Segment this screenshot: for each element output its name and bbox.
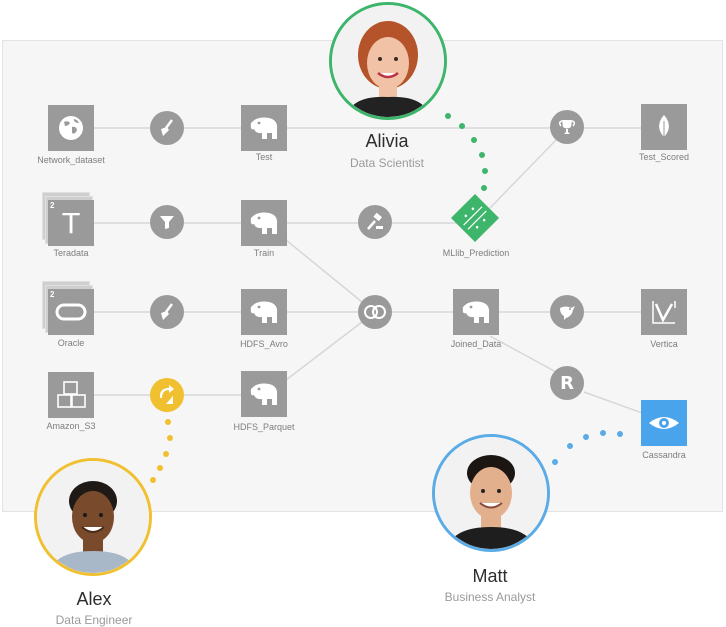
vertica-node[interactable] [641, 289, 687, 335]
cleanse-icon[interactable] [150, 295, 184, 329]
hadoop-elephant-icon [462, 301, 490, 323]
globe-icon [59, 116, 83, 140]
node-label-test: Test [255, 152, 273, 162]
matt-role: Business Analyst [444, 590, 536, 604]
joined-data-node[interactable] [453, 289, 499, 335]
node-label-mllib-prediction: MLlib_Prediction [442, 248, 510, 258]
cassandra-node[interactable] [641, 400, 687, 446]
stack-count-badge: 2 [50, 290, 55, 299]
node-label-network-dataset: Network_dataset [37, 155, 105, 165]
mongodb-leaf-icon [659, 115, 669, 140]
alex-avatar [34, 458, 152, 576]
node-label-train: Train [253, 248, 275, 258]
hdfs-parquet-node[interactable] [241, 371, 287, 417]
mllib-model-icon [463, 206, 487, 230]
cleanse-icon[interactable] [150, 111, 184, 145]
hadoop-elephant-icon [250, 383, 278, 405]
node-label-hdfs-avro: HDFS_Avro [240, 339, 288, 349]
matt-connector [552, 430, 623, 465]
matt-avatar [432, 434, 550, 552]
node-label-hdfs-parquet: HDFS_Parquet [233, 422, 295, 432]
node-label-teradata: Teradata [53, 248, 89, 258]
node-label-oracle: Oracle [57, 338, 85, 348]
join-icon[interactable] [358, 295, 392, 329]
alivia-avatar [329, 2, 447, 120]
filter-icon[interactable] [150, 205, 184, 239]
oracle-icon [55, 303, 87, 321]
test-scored-node[interactable] [641, 104, 687, 150]
bird-icon[interactable] [550, 295, 584, 329]
matt-name: Matt [472, 566, 508, 586]
node-label-joined-data: Joined_Data [450, 339, 502, 349]
alivia-connector [445, 113, 488, 191]
teradata-node[interactable]: 2 T [48, 200, 94, 246]
hadoop-elephant-icon [250, 212, 278, 234]
hadoop-elephant-icon [250, 117, 278, 139]
node-label-cassandra: Cassandra [642, 450, 686, 460]
vertica-icon [652, 301, 676, 324]
boxes-icon [57, 381, 86, 408]
network-dataset-node[interactable] [48, 105, 94, 151]
amazon-s3-node[interactable] [48, 372, 94, 418]
node-label-test-scored: Test_Scored [638, 152, 690, 162]
alex-connector [150, 419, 173, 483]
cassandra-eye-icon [649, 417, 679, 429]
gavel-icon[interactable] [358, 205, 392, 239]
alivia-role: Data Scientist [349, 156, 425, 170]
alivia-name: Alivia [365, 131, 409, 151]
r-script-icon[interactable]: R [550, 366, 584, 400]
alex-name: Alex [76, 589, 112, 609]
trophy-icon[interactable] [550, 110, 584, 144]
stack-count-badge: 2 [50, 201, 55, 210]
transform-icon[interactable] [150, 378, 184, 412]
train-node[interactable] [241, 200, 287, 246]
hadoop-elephant-icon [250, 301, 278, 323]
hdfs-avro-node[interactable] [241, 289, 287, 335]
test-node[interactable] [241, 105, 287, 151]
oracle-node[interactable]: 2 [48, 289, 94, 335]
mllib-prediction-node[interactable] [450, 193, 500, 243]
alex-role: Data Engineer [55, 613, 133, 627]
node-label-amazon-s3: Amazon_S3 [46, 421, 96, 431]
teradata-icon: T [62, 206, 80, 240]
node-label-vertica: Vertica [650, 339, 678, 349]
